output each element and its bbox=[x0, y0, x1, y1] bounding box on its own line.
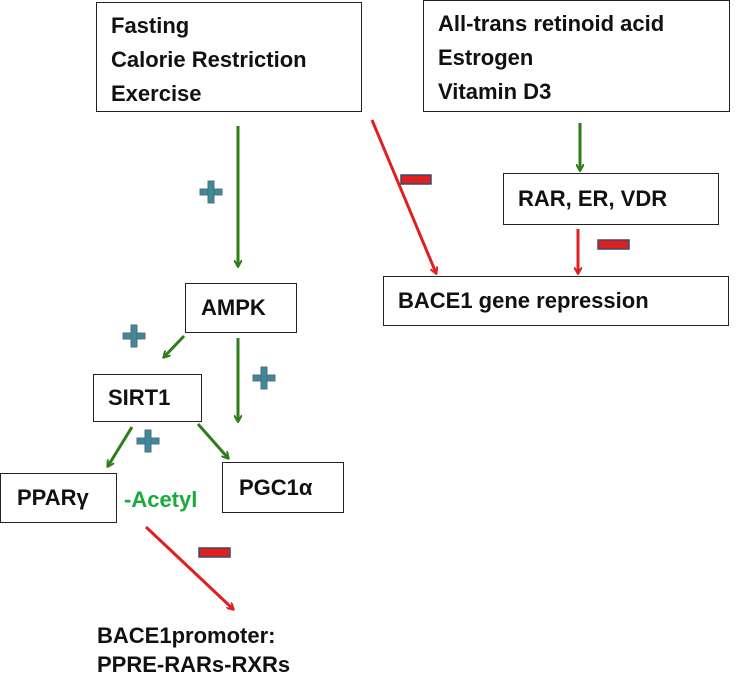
sirt1-box: SIRT1 bbox=[93, 374, 202, 422]
ampk-label: AMPK bbox=[201, 295, 266, 320]
hormones-line-3: Vitamin D3 bbox=[438, 79, 552, 104]
arrow-ampk-to-sirt1 bbox=[164, 334, 186, 357]
promoter-line-2: PPRE-RARs-RXRs bbox=[97, 652, 291, 677]
arrow-lifestyle-to-repression bbox=[370, 119, 436, 273]
plus-sign-sirt1-ppar bbox=[136, 429, 160, 453]
pgc1-label: PGC1α bbox=[239, 475, 313, 500]
lifestyle-box: Fasting Calorie Restriction Exercise bbox=[96, 2, 362, 112]
promoter-label: BACE1promoter: PPRE-RARs-RXRs bbox=[97, 621, 290, 679]
plus-sign-ampk-pgc1 bbox=[252, 366, 276, 390]
promoter-line-1: BACE1promoter: bbox=[97, 623, 276, 648]
receptors-box: RAR, ER, VDR bbox=[503, 173, 719, 225]
repression-box: BACE1 gene repression bbox=[383, 276, 729, 326]
lifestyle-line-2: Calorie Restriction bbox=[111, 47, 307, 72]
ppar-label: PPARγ bbox=[17, 485, 89, 510]
pgc1-box: PGC1α bbox=[222, 462, 344, 513]
plus-sign-ampk-sirt1 bbox=[122, 324, 146, 348]
minus-sign-receptors-repression bbox=[597, 239, 630, 250]
repression-label: BACE1 gene repression bbox=[398, 288, 649, 313]
sirt1-label: SIRT1 bbox=[108, 385, 171, 410]
minus-sign-acetyl-promoter bbox=[198, 547, 231, 558]
receptors-label: RAR, ER, VDR bbox=[518, 186, 668, 211]
hormones-line-1: All-trans retinoid acid bbox=[438, 11, 665, 36]
arrow-sirt1-to-ppar bbox=[108, 426, 134, 466]
hormones-line-2: Estrogen bbox=[438, 45, 534, 70]
minus-sign-lifestyle-repression bbox=[400, 174, 432, 185]
arrow-sirt1-to-pgc1 bbox=[196, 423, 228, 458]
plus-sign-lifestyle-ampk bbox=[199, 180, 223, 204]
arrow-acetyl-to-promoter bbox=[144, 525, 233, 609]
ampk-box: AMPK bbox=[185, 283, 297, 333]
acetyl-label: -Acetyl bbox=[124, 487, 198, 512]
lifestyle-line-3: Exercise bbox=[111, 81, 202, 106]
hormones-box: All-trans retinoid acid Estrogen Vitamin… bbox=[423, 0, 730, 112]
lifestyle-line-1: Fasting bbox=[111, 13, 190, 38]
ppar-box: PPARγ bbox=[0, 473, 117, 523]
